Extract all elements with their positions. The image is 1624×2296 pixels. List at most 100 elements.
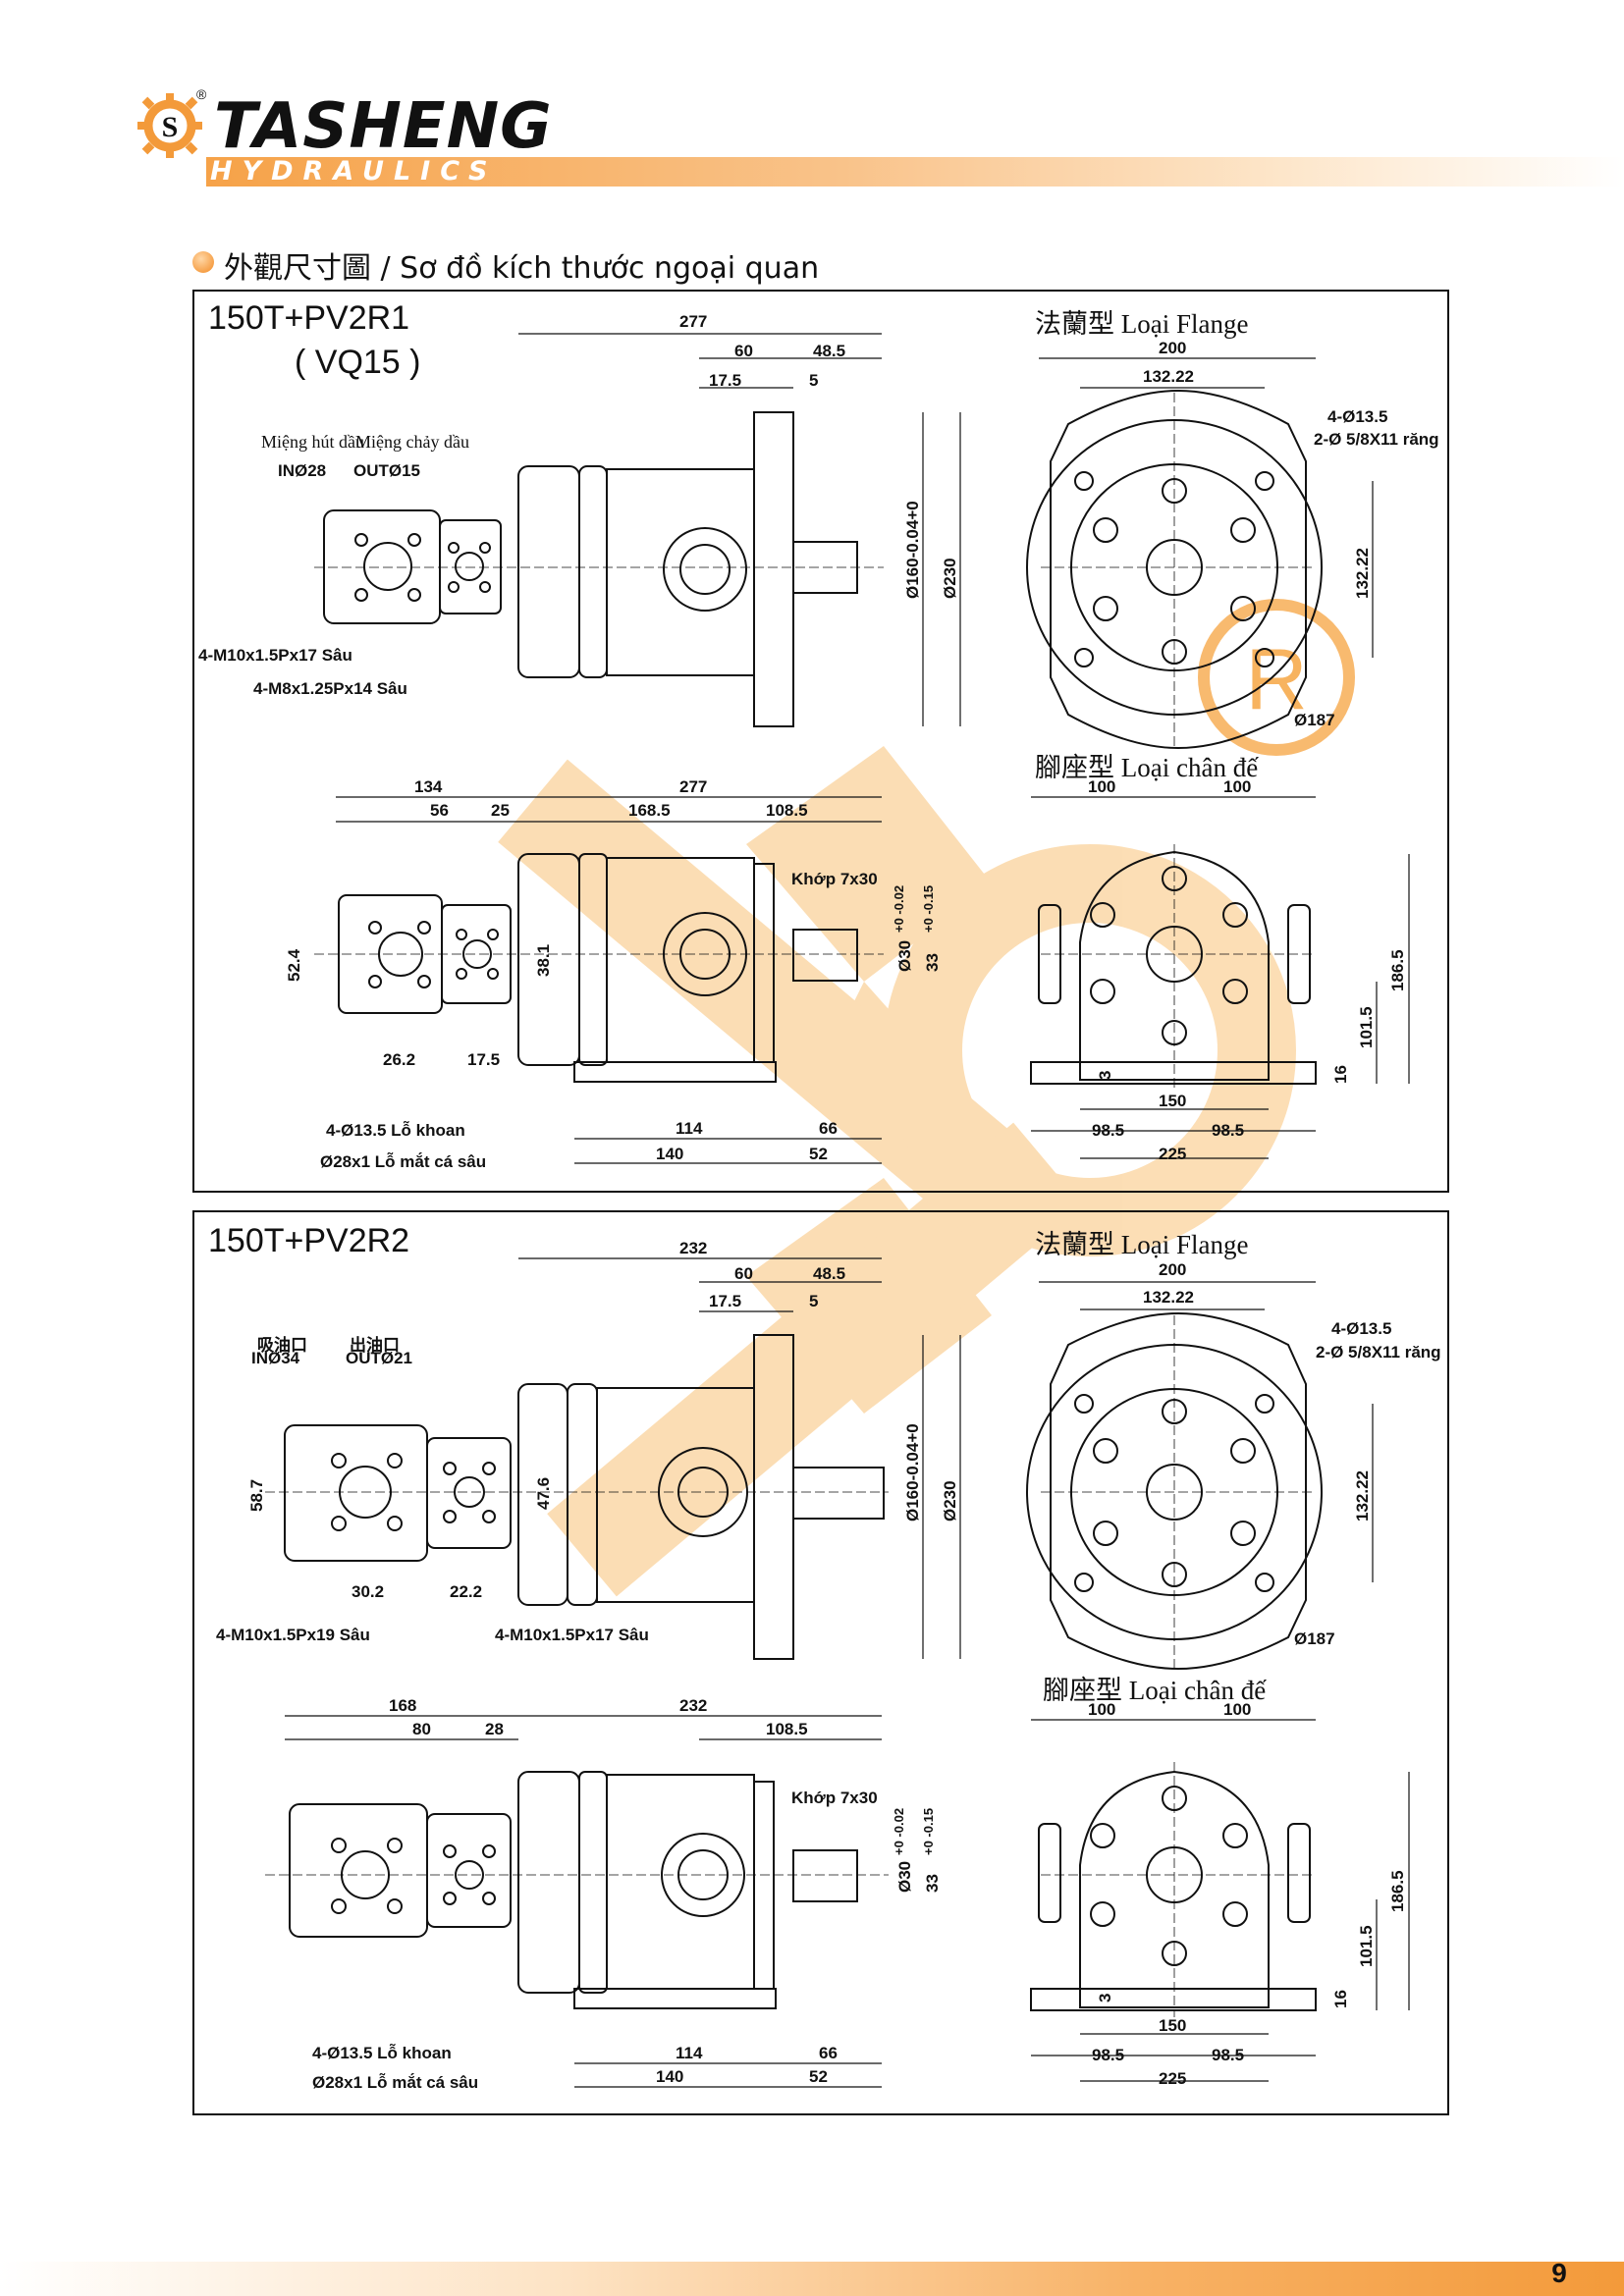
dim-200: 200 bbox=[1159, 1260, 1187, 1279]
inlet-size: INØ28 bbox=[278, 461, 327, 480]
dim-114: 114 bbox=[676, 2044, 703, 2062]
thread-note-1: 4-M10x1.5Px17 Sâu bbox=[198, 646, 352, 665]
outlet-size: OUTØ15 bbox=[353, 461, 421, 480]
model-title: 150T+PV2R2 bbox=[208, 1222, 410, 1259]
header-accent-bar bbox=[206, 157, 1624, 187]
model-subtitle: ( VQ15 ) bbox=[295, 344, 421, 381]
dim-17-5: 17.5 bbox=[709, 371, 742, 390]
dim-28: 28 bbox=[485, 1720, 504, 1738]
dim-108-5: 108.5 bbox=[766, 801, 808, 820]
panel-pv2r2 bbox=[192, 1210, 1449, 2115]
outlet-label: Miệng chảy dầu bbox=[355, 432, 469, 452]
dim-33: 33 bbox=[923, 1874, 942, 1893]
dim-47-6: 47.6 bbox=[534, 1476, 553, 1510]
dim-150: 150 bbox=[1159, 2016, 1187, 2035]
dim-52: 52 bbox=[809, 2067, 828, 2086]
dim-56: 56 bbox=[430, 801, 449, 820]
dim-60: 60 bbox=[734, 1264, 753, 1283]
dim-side-277: 277 bbox=[679, 777, 708, 796]
brand-name: TASHENG bbox=[214, 90, 553, 163]
brand-subtitle: HYDRAULICS bbox=[210, 156, 498, 187]
svg-text:R: R bbox=[1245, 630, 1308, 727]
dim-d187: Ø187 bbox=[1294, 1629, 1335, 1648]
dim-48-5: 48.5 bbox=[813, 342, 846, 360]
tolerance-1: +0 -0.02 bbox=[892, 1807, 906, 1855]
dim-225: 225 bbox=[1159, 2069, 1187, 2088]
dim-foot-100b: 100 bbox=[1223, 777, 1252, 796]
inlet-label: Miệng hút dầu bbox=[261, 432, 364, 452]
flange-thread: 2-Ø 5/8X11 răng bbox=[1316, 1343, 1441, 1362]
flange-view-title: 法蘭型 Loại Flange bbox=[1035, 1230, 1249, 1259]
inlet-label: 吸油口 bbox=[257, 1336, 307, 1355]
dim-60: 60 bbox=[734, 342, 753, 360]
dim-232: 232 bbox=[679, 1239, 708, 1257]
dim-v132-22: 132.22 bbox=[1353, 1470, 1372, 1522]
dim-132-22: 132.22 bbox=[1143, 1288, 1194, 1307]
thread-note-2: 4-M10x1.5Px17 Sâu bbox=[495, 1626, 649, 1644]
foot-view-title: 腳座型 Loại chân đế bbox=[1043, 1676, 1267, 1705]
foot-view-title: 腳座型 Loại chân đế bbox=[1035, 753, 1259, 782]
key-spec: Khớp 7x30 bbox=[791, 1789, 878, 1807]
dim-66: 66 bbox=[819, 1119, 838, 1138]
model-title: 150T+PV2R1 bbox=[208, 299, 410, 337]
dim-225: 225 bbox=[1159, 1145, 1187, 1163]
dim-277: 277 bbox=[679, 312, 708, 331]
dim-108-5: 108.5 bbox=[766, 1720, 808, 1738]
dim-side-232: 232 bbox=[679, 1696, 708, 1715]
svg-text:S: S bbox=[162, 111, 179, 143]
dim-5: 5 bbox=[809, 1292, 819, 1310]
dim-101-5: 101.5 bbox=[1357, 1925, 1376, 1967]
dim-140: 140 bbox=[656, 1145, 684, 1163]
dim-140: 140 bbox=[656, 2067, 684, 2086]
dim-25: 25 bbox=[491, 801, 510, 820]
flange-view-title: 法蘭型 Loại Flange bbox=[1035, 309, 1249, 339]
dim-168-5: 168.5 bbox=[628, 801, 671, 820]
tasheng-logo-icon: S bbox=[137, 93, 202, 158]
dim-114: 114 bbox=[676, 1119, 703, 1138]
outlet-size: OUTØ21 bbox=[346, 1349, 413, 1367]
dim-98-5a: 98.5 bbox=[1092, 2046, 1125, 2064]
dim-side-17-5: 17.5 bbox=[467, 1050, 501, 1069]
dim-foot-100b: 100 bbox=[1223, 1700, 1252, 1719]
flange-holes: 4-Ø13.5 bbox=[1331, 1319, 1392, 1338]
counterbore-note: Ø28x1 Lỗ mắt cá sâu bbox=[312, 2073, 479, 2092]
dim-5: 5 bbox=[809, 371, 819, 390]
dim-200: 200 bbox=[1159, 339, 1187, 357]
dim-d30: Ø30 bbox=[895, 1860, 914, 1893]
dim-3: 3 bbox=[1096, 1993, 1114, 2002]
panel-pv2r1 bbox=[192, 290, 1449, 1193]
dim-52: 52 bbox=[809, 1145, 828, 1163]
dim-30-2: 30.2 bbox=[352, 1582, 385, 1601]
bullet-icon bbox=[192, 251, 214, 273]
flange-thread: 2-Ø 5/8X11 răng bbox=[1314, 430, 1439, 449]
dim-168: 168 bbox=[389, 1696, 417, 1715]
dim-80: 80 bbox=[412, 1720, 431, 1738]
drill-note: 4-Ø13.5 Lỗ khoan bbox=[326, 1121, 465, 1140]
counterbore-note: Ø28x1 Lỗ mắt cá sâu bbox=[320, 1152, 487, 1171]
registered-mark: ® bbox=[196, 86, 207, 102]
dim-26-2: 26.2 bbox=[383, 1050, 416, 1069]
dim-132-22: 132.22 bbox=[1143, 367, 1194, 386]
dim-d230: Ø230 bbox=[941, 1480, 959, 1522]
dim-98-5b: 98.5 bbox=[1212, 1121, 1245, 1140]
dim-150: 150 bbox=[1159, 1092, 1187, 1110]
dim-d187: Ø187 bbox=[1294, 711, 1335, 729]
dim-22-2: 22.2 bbox=[450, 1582, 483, 1601]
page-number: 9 bbox=[1551, 2258, 1567, 2288]
tolerance-2: +0 -0.15 bbox=[921, 1807, 936, 1855]
dim-foot-100a: 100 bbox=[1088, 777, 1116, 796]
dim-66: 66 bbox=[819, 2044, 838, 2062]
section-title: 外觀尺寸圖 / Sơ đồ kích thước ngoại quan bbox=[224, 251, 820, 286]
flange-holes: 4-Ø13.5 bbox=[1327, 407, 1388, 426]
drill-note: 4-Ø13.5 Lỗ khoan bbox=[312, 2044, 452, 2062]
inlet-size: INØ34 bbox=[251, 1349, 300, 1367]
thread-note-1: 4-M10x1.5Px19 Sâu bbox=[216, 1626, 370, 1644]
dim-16: 16 bbox=[1331, 1990, 1350, 2008]
dim-58-7: 58.7 bbox=[247, 1478, 266, 1512]
dim-d160: Ø160-0.04+0 bbox=[903, 1423, 922, 1522]
thread-note-2: 4-M8x1.25Px14 Sâu bbox=[253, 679, 407, 698]
dim-17-5: 17.5 bbox=[709, 1292, 742, 1310]
